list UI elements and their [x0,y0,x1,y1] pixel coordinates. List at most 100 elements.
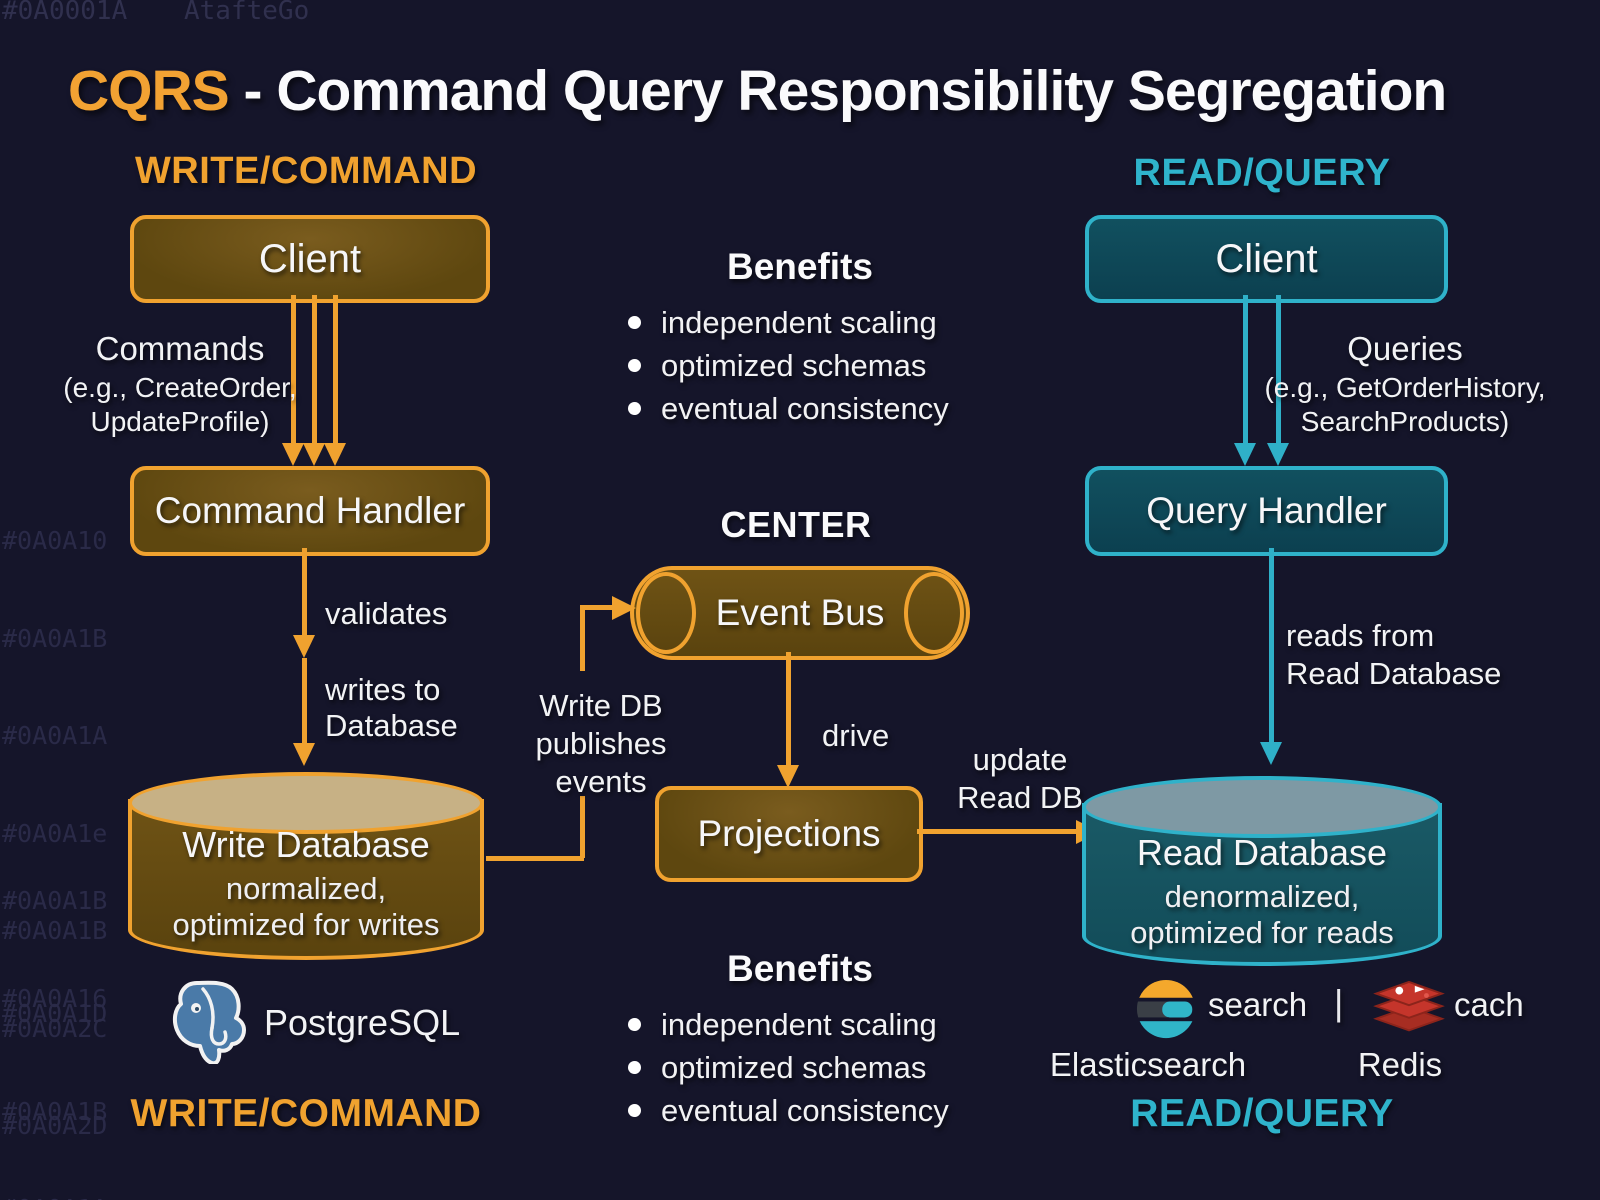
command-arrowhead-icon [324,443,346,466]
commands-example-line: UpdateProfile) [90,406,270,437]
benefits-list: independent scaling optimized schemas ev… [585,301,1015,430]
title-acronym: CQRS [68,59,230,123]
drive-label: drive [822,718,890,753]
writes-arrowhead-icon [293,743,315,766]
postgresql-label: PostgreSQL [264,1002,461,1043]
write-client-node: Client [130,215,490,303]
drive-arrowhead-icon [777,765,799,788]
cache-caption: cach [1454,986,1524,1023]
publish-arrow-segment [580,796,585,858]
command-arrowhead-icon [282,443,304,466]
write-client-label: Client [258,236,362,281]
benefit-item: optimized schemas [628,344,1015,387]
read-section-heading-bottom: READ/QUERY [1130,1092,1394,1135]
read-database-cylinder: Read Database denormalized, optimized fo… [1082,776,1442,966]
redis-logo-icon [1373,980,1445,1032]
command-handler-label: Command Handler [154,490,466,531]
publish-arrow-segment [580,607,585,671]
bg-hex-code: #0A0A1A [2,721,108,750]
read-client-label: Client [1215,236,1318,281]
elasticsearch-logo-icon [1136,979,1196,1039]
bg-hex-code: #0A0A1B [2,1096,108,1126]
write-database-line2: normalized, [225,871,387,906]
read-database-top [1082,776,1442,838]
queries-label: Queries [1347,330,1463,367]
publish-label-line3: events [555,764,647,799]
write-section-heading-bottom: WRITE/COMMAND [130,1092,482,1135]
benefits-heading: Benefits [727,246,873,287]
benefit-item: optimized schemas [628,1046,1015,1089]
read-client-node: Client [1085,215,1448,303]
bg-hex-code: #0A0A1B [2,623,108,653]
publish-label-line2: publishes [535,726,667,761]
benefit-item: eventual consistency [628,1089,1015,1132]
read-database-line3: optimized for reads [1130,915,1394,950]
benefit-item: independent scaling [628,1003,1015,1046]
command-handler-node: Command Handler [130,466,490,556]
bg-hex-code: #0A0001A [2,0,128,26]
reads-arrowhead-icon [1260,742,1282,765]
command-arrow-line [333,295,338,444]
projections-label: Projections [697,813,881,854]
writes-arrow-line [302,658,307,744]
page-title: CQRS - Command Query Responsibility Segr… [68,58,1448,124]
update-arrow-line [917,829,1077,834]
projections-node: Projections [655,786,923,882]
event-bus-right-end [904,572,964,654]
write-database-line3: optimized for writes [172,907,440,942]
command-arrow-line [312,295,317,444]
postgresql-logo-icon [172,980,246,1064]
publish-arrowhead-icon [612,596,636,620]
writes-to-label-line2: Database [325,708,458,743]
benefit-item: eventual consistency [628,387,1015,430]
bg-hex-code: #0A0A1A [2,1193,107,1200]
event-bus-label: Event Bus [715,592,885,633]
query-arrowhead-icon [1267,443,1289,466]
bg-hex-code: #0A0A1B [2,916,108,945]
reads-arrow-line [1269,548,1274,744]
command-arrow-line [291,295,296,444]
search-caption: search [1208,986,1308,1023]
commands-label: Commands [95,330,265,367]
commands-example-line: (e.g., CreateOrder, [63,372,297,403]
bg-hex-column-group1: #0A0A10 #0A0A1B #0A0A1A #0A0A1e #0A0A1B … [2,460,107,1200]
center-heading: CENTER [720,504,872,545]
query-arrow-line [1243,295,1248,444]
write-database-cylinder: Write Database normalized, optimized for… [128,772,484,960]
bg-hex-column-group3: #0A0A1D #0A0A1B #0A0A1A #0A0A1D #0A0A1E … [2,933,107,1200]
bg-hex-code: #0A0A1D [2,999,108,1028]
benefits-heading: Benefits [727,948,873,989]
bg-watermark-word: AtafteGo [184,0,310,26]
command-arrowhead-icon [303,443,325,466]
write-section-heading-top: WRITE/COMMAND [134,150,478,192]
reads-from-label-line2: Read Database [1286,656,1502,691]
title-rest: - Command Query Responsibility Segregati… [228,59,1448,123]
read-database-title: Read Database [1136,832,1388,873]
divider-bar: | [1334,982,1344,1023]
query-arrow-line [1276,295,1281,444]
update-label-line1: update [972,742,1068,777]
bg-hex-code: #0A0A2C [2,1013,108,1043]
update-label-line2: Read DB [957,780,1083,815]
validates-arrow-line [302,548,307,636]
validates-label: validates [325,596,448,631]
elasticsearch-label: Elasticsearch [1049,1046,1247,1083]
benefits-top-block: Benefits independent scaling optimized s… [585,246,1015,430]
bg-hex-code: #0A0A16 [2,983,108,1013]
write-database-title: Write Database [182,824,430,865]
benefits-bottom-block: Benefits independent scaling optimized s… [585,948,1015,1132]
publish-arrow-segment [580,605,614,610]
bg-hex-code: #0A0A2D [2,1111,108,1140]
query-arrowhead-icon [1234,443,1256,466]
queries-example-line: (e.g., GetOrderHistory, [1264,372,1546,403]
write-database-top [128,772,484,834]
query-handler-label: Query Handler [1146,490,1387,531]
reads-from-label-line1: reads from [1286,618,1435,653]
publish-arrow-segment [486,856,584,861]
benefits-list: independent scaling optimized schemas ev… [585,1003,1015,1132]
read-database-line2: denormalized, [1164,879,1360,914]
bg-hex-code: #0A0A10 [2,526,108,555]
writes-to-label-line1: writes to [325,672,441,707]
benefit-item: independent scaling [628,301,1015,344]
bg-hex-column-group2: #0A0A1B #0A0A16 [2,820,107,1080]
